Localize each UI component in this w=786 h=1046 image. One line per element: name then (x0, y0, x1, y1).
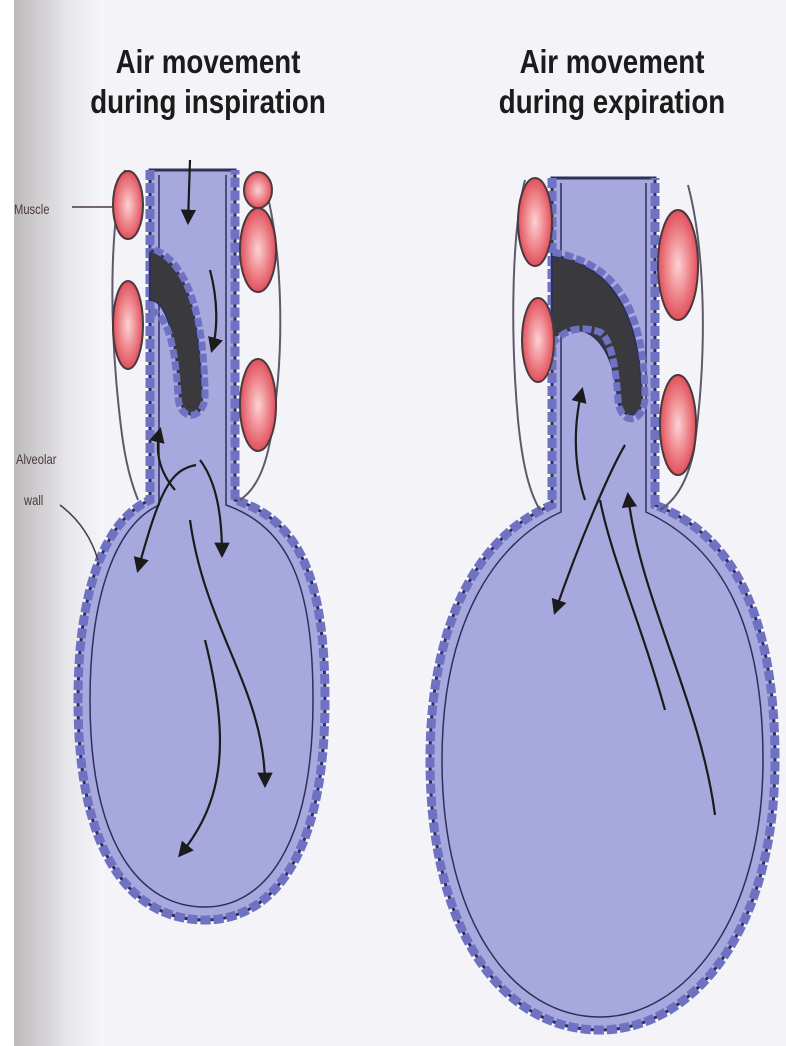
alveolar-label: Alveolar (16, 451, 56, 467)
inspiration-title-line2: during inspiration (82, 82, 334, 122)
expiration-title: Air movement during expiration (486, 42, 738, 122)
expiration-title-line2: during expiration (486, 82, 738, 122)
binding-shadow (14, 0, 104, 1046)
wall-label: wall (24, 492, 43, 508)
expiration-title-line1: Air movement (486, 42, 738, 82)
inspiration-title-line1: Air movement (82, 42, 334, 82)
inspiration-title: Air movement during inspiration (82, 42, 334, 122)
muscle-label: Muscle (14, 201, 49, 217)
